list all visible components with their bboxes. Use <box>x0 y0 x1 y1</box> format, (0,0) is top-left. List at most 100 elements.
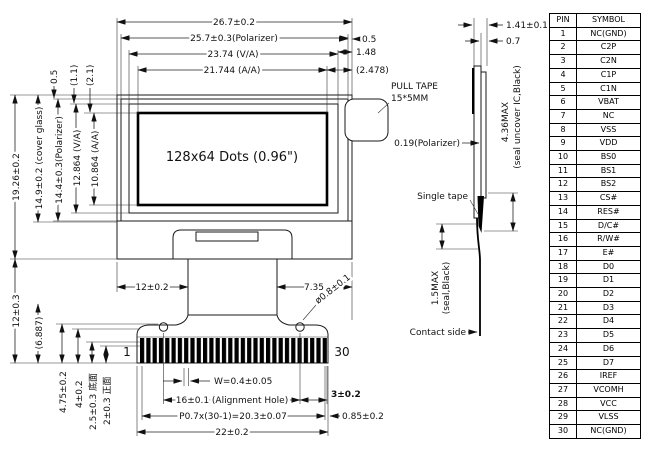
dim-overall-height: 19.26±0.2 <box>12 153 22 201</box>
pin-number: 21 <box>549 300 577 316</box>
pin-number: 24 <box>549 341 577 357</box>
dim-aa-width: 21.744 (A/A) <box>204 66 261 76</box>
pin-symbol: NC(GND) <box>576 26 641 42</box>
pin-number: 10 <box>549 150 577 165</box>
pin-symbol: IREF <box>576 369 641 384</box>
pin-symbol: BS0 <box>576 150 641 165</box>
pin-symbol: D5 <box>576 328 641 343</box>
pin-symbol: C2P <box>576 40 641 56</box>
pin-number: 2 <box>549 40 577 56</box>
pin-number: 28 <box>549 396 577 412</box>
dim-aa-height: 10.864 (A/A) <box>91 131 101 188</box>
dim-tail-height-ref: (6.887) <box>35 317 45 350</box>
side-flex <box>476 217 481 336</box>
pin-symbol: D7 <box>576 355 641 371</box>
dim-last-pin-offset: 0.85±0.2 <box>342 412 384 422</box>
pin-symbol: VCOMH <box>576 382 641 398</box>
front-view: 128x64 Dots (0.96") 1 30 <box>116 94 389 364</box>
dim-polarizer-width: 25.7±0.3(Polarizer) <box>190 34 278 44</box>
dim-offset-4: 4±0.2 <box>75 380 85 408</box>
dim-edge-offset-3: 3±0.2 <box>331 390 361 400</box>
side-view: 1.41±0.1 0.7 0.19(Polarizer) 4.36MAX (se… <box>394 18 550 338</box>
pin-number: 6 <box>549 95 577 110</box>
pin-symbol: BS1 <box>576 163 641 179</box>
pin-number: 29 <box>549 410 577 426</box>
pin-symbol: D0 <box>576 259 641 275</box>
zebra-bg <box>196 232 258 241</box>
pin-number: 11 <box>549 163 577 179</box>
pull-tape-bg <box>345 99 388 141</box>
pin30-label: 30 <box>334 345 349 359</box>
pin-symbol: D4 <box>576 314 641 330</box>
pin-symbol: NC(GND) <box>576 424 641 439</box>
pin-symbol: D2 <box>576 287 641 302</box>
pin-symbol: RES# <box>576 204 641 220</box>
pin-number: 30 <box>549 424 577 439</box>
pin-number: 18 <box>549 259 577 275</box>
pin-number: 23 <box>549 328 577 343</box>
pin-number: 5 <box>549 81 577 97</box>
pin1-label: 1 <box>123 345 131 359</box>
pin-symbol: VDD <box>576 136 641 152</box>
front-dimensions: 26.7±0.2 25.7±0.3(Polarizer) 23.74 (V/A)… <box>10 16 439 441</box>
pin-symbol: VCC <box>576 396 641 412</box>
dim-tail-right-offset: 7.35 <box>304 283 324 293</box>
pin-number: 26 <box>549 369 577 384</box>
seal-note-2: (seal uncover IC,Black) <box>513 65 523 169</box>
pin-number: 8 <box>549 122 577 138</box>
bonding-tab <box>172 229 293 260</box>
pin-number: 7 <box>549 108 577 124</box>
seal-bottom-2: (seal,Black) <box>442 262 452 314</box>
viewing-area-outline <box>128 103 339 214</box>
alignment-hole-right <box>295 322 305 332</box>
pin-number: 9 <box>549 136 577 152</box>
side-seal-strip <box>472 68 475 114</box>
pin-symbol: D3 <box>576 300 641 316</box>
pull-tape-label-2: 15*5MM <box>391 94 428 104</box>
pin-row <box>140 338 327 363</box>
pin-number: 17 <box>549 245 577 261</box>
pin-number: 20 <box>549 287 577 302</box>
display-active-area <box>136 111 329 207</box>
pin-number: 19 <box>549 273 577 289</box>
side-single-tape <box>477 196 484 233</box>
pin-symbol: VSS <box>576 122 641 138</box>
pin-symbol: C1P <box>576 67 641 83</box>
pin-number: 3 <box>549 54 577 69</box>
pin-symbol: C2N <box>576 54 641 69</box>
side-glass <box>473 65 482 219</box>
pin-number: 4 <box>549 67 577 83</box>
dim-top-offset-aa: (2.1) <box>86 65 96 86</box>
pin-symbol: C1N <box>576 81 641 97</box>
pin-number: 16 <box>549 232 577 247</box>
pull-tape-label-1: PULL TAPE <box>391 82 438 92</box>
dim-offset-25-bottom: 2.5±0.3 底面 <box>87 373 99 430</box>
dim-right-offset-va: 1.48 <box>356 48 376 58</box>
contact-side-label: Contact side <box>410 328 467 338</box>
pin-table-header-pin: PIN <box>549 13 577 28</box>
pin-symbol: D1 <box>576 273 641 289</box>
dim-tail-left-offset: 12±0.2 <box>135 283 168 293</box>
